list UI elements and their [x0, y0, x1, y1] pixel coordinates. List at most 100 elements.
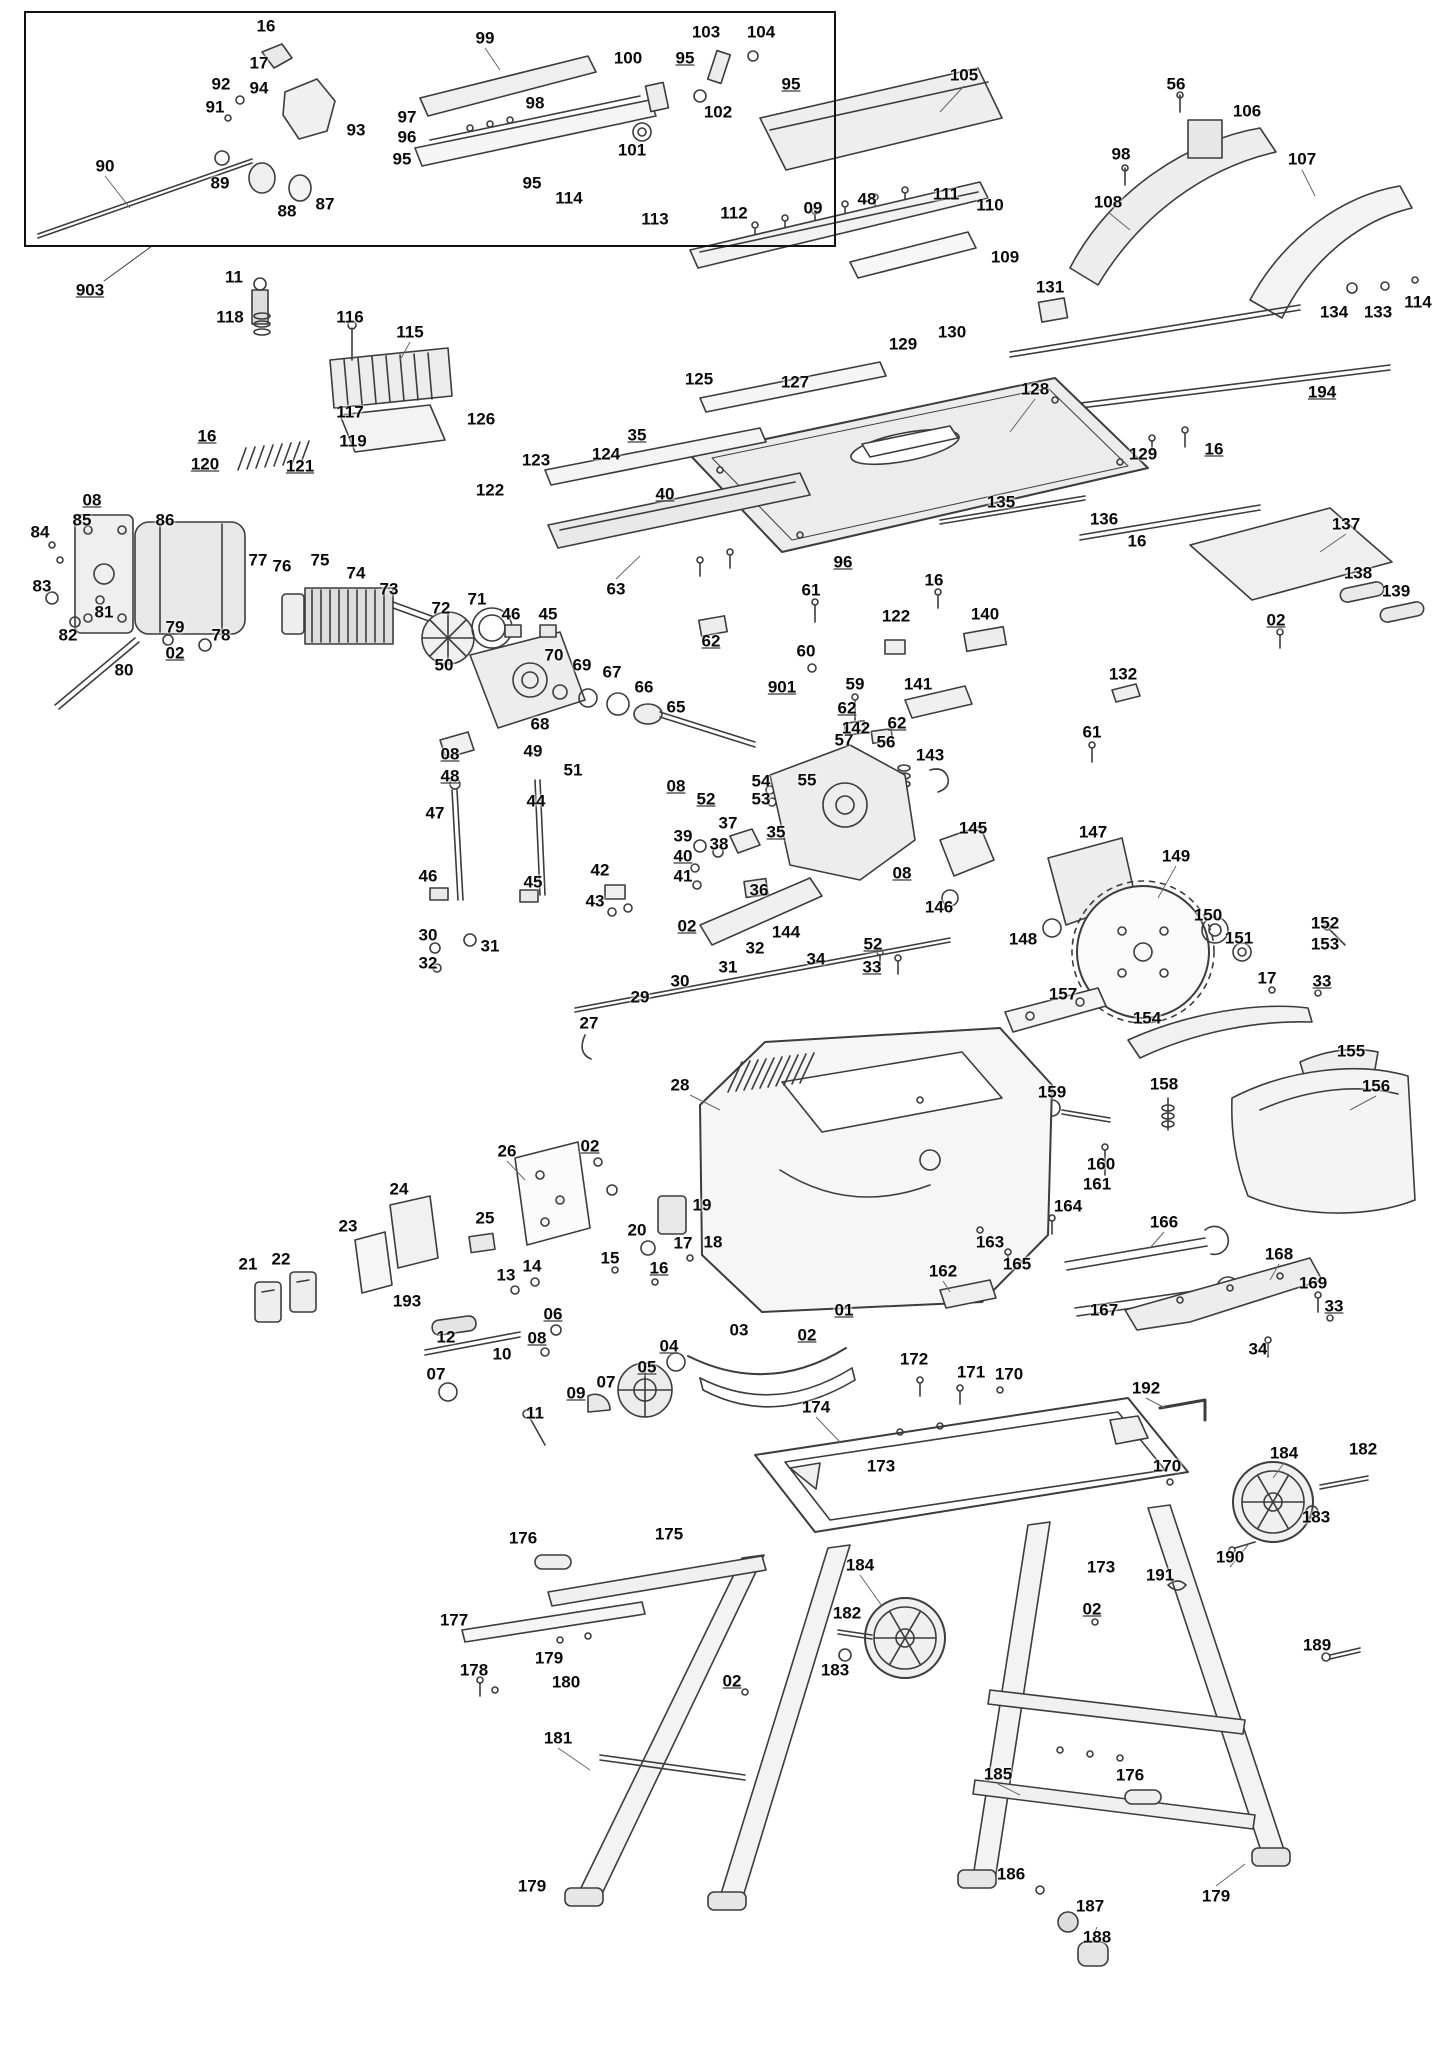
- part-label-34: 34: [1248, 1339, 1268, 1359]
- part-label-08: 08: [666, 776, 686, 796]
- part-label-124: 124: [591, 444, 621, 464]
- part-label-173: 173: [866, 1456, 896, 1476]
- part-label-31: 31: [718, 957, 738, 977]
- part-label-08: 08: [892, 863, 912, 883]
- part-label-175: 175: [654, 1524, 684, 1544]
- part-label-17: 17: [249, 53, 269, 73]
- part-label-172: 172: [899, 1349, 929, 1369]
- part-label-67: 67: [602, 662, 622, 682]
- part-label-51: 51: [563, 760, 583, 780]
- part-label-81: 81: [94, 602, 114, 622]
- part-label-74: 74: [346, 563, 366, 583]
- part-label-103: 103: [691, 22, 721, 42]
- part-label-192: 192: [1131, 1378, 1161, 1398]
- part-label-87: 87: [315, 194, 335, 214]
- part-label-101: 101: [617, 140, 647, 160]
- part-label-901: 901: [767, 677, 797, 697]
- part-label-35: 35: [627, 425, 647, 445]
- part-label-45: 45: [538, 604, 558, 624]
- part-label-120: 120: [190, 454, 220, 474]
- part-label-39: 39: [673, 826, 693, 846]
- part-label-11: 11: [526, 1403, 544, 1423]
- part-label-176: 176: [1115, 1765, 1145, 1785]
- part-label-25: 25: [475, 1208, 495, 1228]
- part-label-102: 102: [703, 102, 733, 122]
- part-label-146: 146: [924, 897, 954, 917]
- part-label-91: 91: [205, 97, 225, 117]
- part-label-117: 117: [336, 402, 364, 422]
- part-label-176: 176: [508, 1528, 538, 1548]
- part-label-03: 03: [729, 1320, 749, 1340]
- part-label-18: 18: [703, 1232, 723, 1252]
- part-label-10: 10: [492, 1344, 512, 1364]
- part-label-30: 30: [670, 971, 690, 991]
- part-label-183: 183: [820, 1660, 850, 1680]
- part-label-16: 16: [197, 426, 217, 446]
- part-label-166: 166: [1149, 1212, 1179, 1232]
- part-label-23: 23: [338, 1216, 358, 1236]
- part-label-13: 13: [496, 1265, 516, 1285]
- part-label-92: 92: [211, 74, 231, 94]
- part-label-105: 105: [949, 65, 979, 85]
- part-label-110: 110: [976, 195, 1004, 215]
- part-label-118: 118: [216, 307, 244, 327]
- part-label-66: 66: [634, 677, 654, 697]
- part-label-119: 119: [339, 431, 367, 451]
- part-label-155: 155: [1336, 1041, 1366, 1061]
- part-label-08: 08: [82, 490, 102, 510]
- part-label-194: 194: [1307, 382, 1337, 402]
- part-label-22: 22: [271, 1249, 291, 1269]
- part-label-181: 181: [543, 1728, 573, 1748]
- part-label-164: 164: [1053, 1196, 1083, 1216]
- part-label-129: 129: [1128, 444, 1158, 464]
- part-label-16: 16: [924, 570, 944, 590]
- part-label-93: 93: [346, 120, 366, 140]
- part-label-187: 187: [1075, 1896, 1105, 1916]
- part-label-163: 163: [975, 1232, 1005, 1252]
- part-label-48: 48: [440, 766, 460, 786]
- part-label-114: 114: [1404, 292, 1432, 312]
- part-label-19: 19: [692, 1195, 712, 1215]
- part-label-171: 171: [956, 1362, 986, 1382]
- part-label-190: 190: [1215, 1547, 1245, 1567]
- part-label-62: 62: [887, 713, 907, 733]
- part-label-69: 69: [572, 655, 592, 675]
- part-label-95: 95: [781, 74, 801, 94]
- part-label-33: 33: [1324, 1296, 1344, 1316]
- part-label-112: 112: [720, 203, 748, 223]
- part-label-53: 53: [751, 789, 771, 809]
- part-label-57: 57: [834, 730, 854, 750]
- part-label-02: 02: [797, 1325, 817, 1345]
- part-label-157: 157: [1048, 984, 1078, 1004]
- part-label-96: 96: [397, 127, 417, 147]
- part-label-98: 98: [525, 93, 545, 113]
- part-label-126: 126: [466, 409, 496, 429]
- part-label-55: 55: [797, 770, 817, 790]
- part-label-49: 49: [523, 741, 543, 761]
- part-label-61: 61: [801, 580, 821, 600]
- part-label-143: 143: [915, 745, 945, 765]
- part-label-17: 17: [1257, 968, 1277, 988]
- part-label-182: 182: [1348, 1439, 1378, 1459]
- part-label-78: 78: [211, 625, 231, 645]
- part-label-35: 35: [766, 822, 786, 842]
- part-label-60: 60: [796, 641, 816, 661]
- part-label-34: 34: [806, 949, 826, 969]
- part-label-193: 193: [392, 1291, 422, 1311]
- part-label-121: 121: [285, 456, 315, 476]
- part-label-180: 180: [551, 1672, 581, 1692]
- part-label-20: 20: [627, 1220, 647, 1240]
- part-label-94: 94: [249, 78, 269, 98]
- part-label-32: 32: [418, 953, 438, 973]
- part-label-123: 123: [521, 450, 551, 470]
- part-label-07: 07: [426, 1364, 446, 1384]
- part-label-189: 189: [1302, 1635, 1332, 1655]
- part-label-88: 88: [277, 201, 297, 221]
- part-label-179: 179: [1201, 1886, 1231, 1906]
- part-label-02: 02: [1082, 1599, 1102, 1619]
- part-label-170: 170: [994, 1364, 1024, 1384]
- part-label-109: 109: [990, 247, 1020, 267]
- part-label-71: 71: [467, 589, 487, 609]
- part-label-16: 16: [649, 1258, 669, 1278]
- part-label-903: 903: [75, 280, 105, 300]
